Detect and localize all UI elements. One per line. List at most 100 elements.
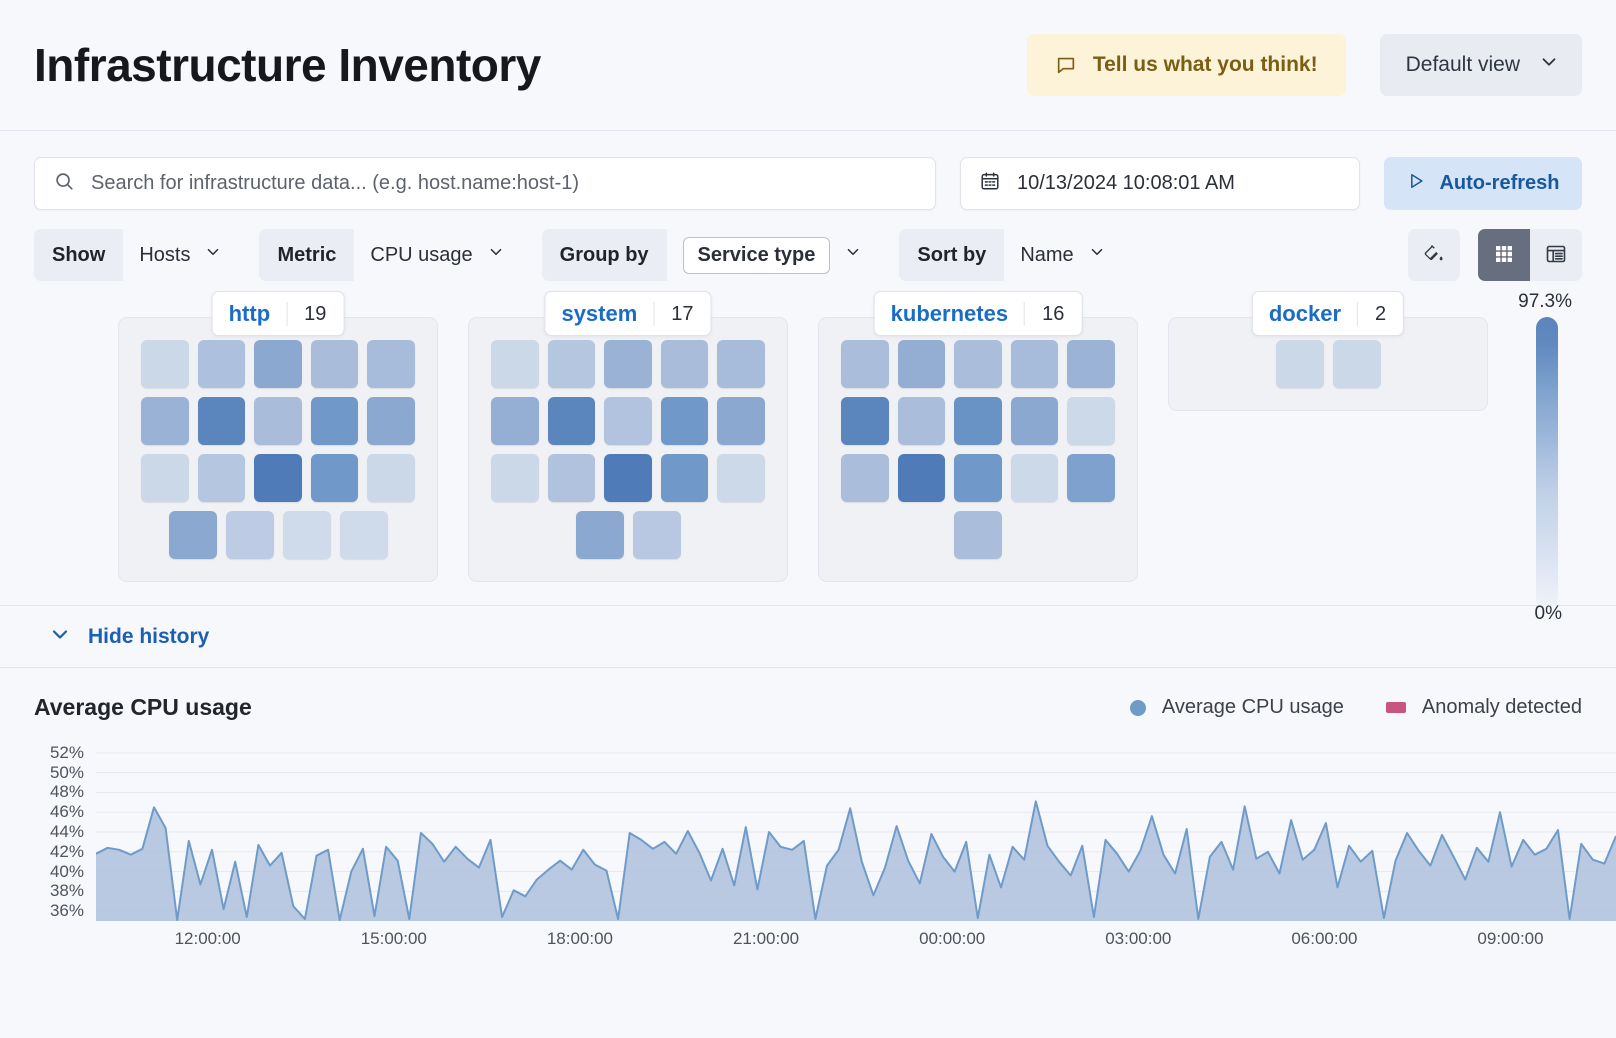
tile-row <box>491 397 765 445</box>
host-tile[interactable] <box>954 340 1002 388</box>
search-input-wrapper[interactable] <box>34 157 936 210</box>
table-view-button[interactable] <box>1530 229 1582 281</box>
host-tile[interactable] <box>897 397 946 445</box>
host-tile[interactable] <box>367 340 415 388</box>
host-tile[interactable] <box>897 454 946 502</box>
filter-metric-value[interactable]: CPU usage <box>354 229 520 281</box>
auto-refresh-button[interactable]: Auto-refresh <box>1384 157 1582 210</box>
host-tile[interactable] <box>491 340 539 388</box>
host-tile[interactable] <box>197 340 246 388</box>
host-tile[interactable] <box>575 511 624 559</box>
host-tile[interactable] <box>1332 340 1381 388</box>
y-tick-label: 38% <box>49 881 84 901</box>
x-tick-label: 12:00:00 <box>174 929 241 948</box>
host-tile[interactable] <box>660 397 709 445</box>
host-tile[interactable] <box>282 511 331 559</box>
chevron-down-icon <box>487 243 505 267</box>
group-name: docker <box>1268 300 1342 326</box>
host-tile[interactable] <box>717 397 765 445</box>
paint-bucket-icon <box>1422 242 1446 269</box>
host-tile[interactable] <box>310 340 359 388</box>
host-tile[interactable] <box>367 397 415 445</box>
host-tile[interactable] <box>141 454 189 502</box>
tile-row <box>141 397 415 445</box>
default-view-button[interactable]: Default view <box>1379 34 1582 96</box>
host-tile[interactable] <box>339 511 388 559</box>
host-tile[interactable] <box>897 340 946 388</box>
host-tile[interactable] <box>141 397 189 445</box>
date-picker-value: 10/13/2024 10:08:01 AM <box>1017 172 1235 194</box>
host-tile[interactable] <box>954 511 1002 559</box>
hide-history-toggle[interactable]: Hide history <box>0 606 1616 668</box>
host-tile[interactable] <box>604 454 652 502</box>
host-tile[interactable] <box>604 340 652 388</box>
group-name: system <box>561 300 638 326</box>
host-tile[interactable] <box>604 397 652 445</box>
host-tile[interactable] <box>1067 340 1115 388</box>
legend-item-average-cpu-usage[interactable]: Average CPU usage <box>1129 696 1344 719</box>
host-tile[interactable] <box>197 454 246 502</box>
tile-row <box>841 340 1115 388</box>
tile-row <box>841 397 1115 445</box>
legend-item-anomaly-detected[interactable]: Anomaly detected <box>1385 696 1582 719</box>
host-tile[interactable] <box>197 397 246 445</box>
host-tile[interactable] <box>491 454 539 502</box>
host-tile[interactable] <box>1067 454 1115 502</box>
color-legend-bar[interactable] <box>1536 317 1558 609</box>
grid-view-button[interactable] <box>1478 229 1530 281</box>
host-tile[interactable] <box>310 454 359 502</box>
host-tile[interactable] <box>841 340 889 388</box>
feedback-button[interactable]: Tell us what you think! <box>1026 34 1346 96</box>
host-tile[interactable] <box>954 454 1002 502</box>
grid-view-icon <box>1492 242 1516 269</box>
host-tile[interactable] <box>632 511 681 559</box>
host-tile[interactable] <box>954 397 1002 445</box>
host-tile[interactable] <box>547 397 596 445</box>
group-name: kubernetes <box>890 300 1009 326</box>
host-tile[interactable] <box>717 454 765 502</box>
host-tile[interactable] <box>225 511 274 559</box>
host-tile[interactable] <box>254 397 302 445</box>
legend-max-label: 97.3% <box>1518 291 1572 312</box>
host-tile[interactable] <box>841 397 889 445</box>
host-tile[interactable] <box>367 454 415 502</box>
group-tiles-kubernetes <box>818 317 1138 582</box>
tile-row <box>141 454 415 502</box>
filter-show-value[interactable]: Hosts <box>123 229 238 281</box>
host-tile[interactable] <box>1275 340 1324 388</box>
filter-sort-by-value-text: Name <box>1020 243 1074 266</box>
group-name: http <box>228 300 271 326</box>
host-tile[interactable] <box>1067 397 1115 445</box>
hide-history-label: Hide history <box>88 624 210 648</box>
host-tile[interactable] <box>660 454 709 502</box>
host-tile[interactable] <box>1010 454 1059 502</box>
host-tile[interactable] <box>141 340 189 388</box>
host-tile[interactable] <box>254 340 302 388</box>
filter-show-value-text: Hosts <box>139 243 191 266</box>
host-tile[interactable] <box>841 454 889 502</box>
legend-controls-button[interactable] <box>1408 229 1460 281</box>
tile-row <box>841 454 1115 502</box>
filter-sort-by-value[interactable]: Name <box>1004 229 1121 281</box>
date-picker[interactable]: 10/13/2024 10:08:01 AM <box>960 157 1360 210</box>
host-tile[interactable] <box>168 511 217 559</box>
host-tile[interactable] <box>491 397 539 445</box>
host-tile[interactable] <box>254 454 302 502</box>
filter-sort-by-label: Sort by <box>899 229 1005 281</box>
host-tile[interactable] <box>660 340 709 388</box>
chart-plot-area[interactable] <box>95 743 1616 921</box>
host-tile[interactable] <box>547 454 596 502</box>
host-tile[interactable] <box>310 397 359 445</box>
host-tile[interactable] <box>1010 397 1059 445</box>
host-tile[interactable] <box>547 340 596 388</box>
filter-group-by-value[interactable]: Service type <box>667 229 879 281</box>
search-input[interactable] <box>89 171 917 196</box>
host-tile[interactable] <box>717 340 765 388</box>
legend-label-average-cpu-usage: Average CPU usage <box>1161 696 1344 718</box>
header-actions: Tell us what you think! Default view <box>1026 34 1582 96</box>
host-tile[interactable] <box>1010 340 1059 388</box>
